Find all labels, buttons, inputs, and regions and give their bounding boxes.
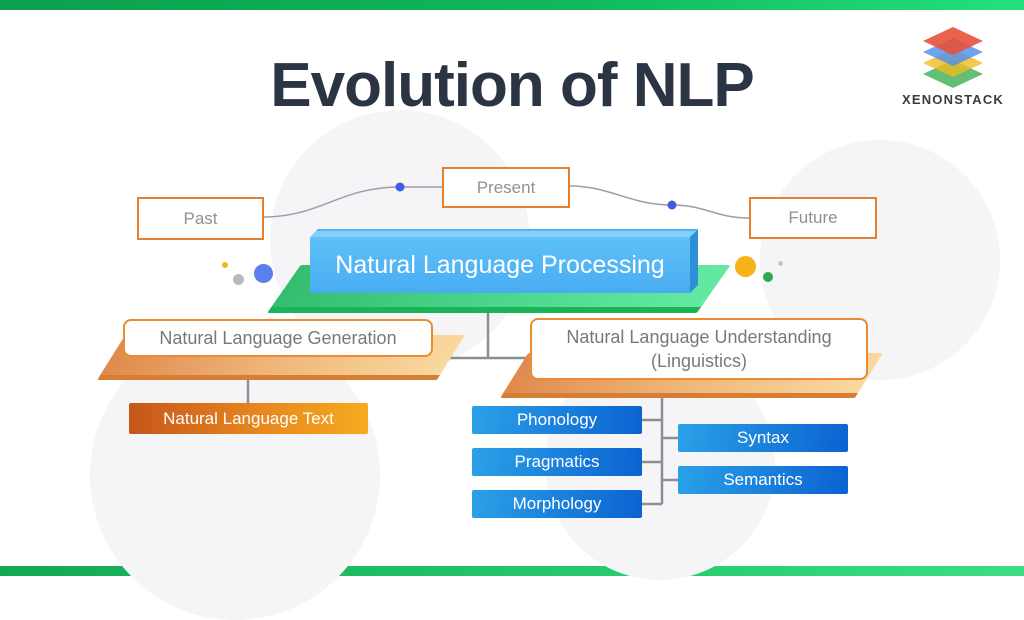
node-label: Pragmatics [514, 452, 600, 471]
node-natural-language-text: Natural Language Text [129, 403, 368, 434]
node-label: Natural Language Understanding [566, 326, 832, 347]
decor-dot-gray [778, 261, 783, 266]
timeline-dot [395, 182, 405, 192]
node-syntax: Syntax [678, 424, 848, 452]
node-semantics: Semantics [678, 466, 848, 494]
decor-dot-green [763, 272, 773, 282]
node-label: Phonology [516, 410, 598, 429]
timeline-label: Present [476, 177, 536, 197]
stacked-layers-icon [923, 27, 983, 88]
node-sublabel: (Linguistics) [650, 351, 748, 371]
node-nlu: Natural Language Understanding (Linguist… [530, 318, 868, 380]
node-pragmatics: Pragmatics [472, 448, 642, 476]
node-label: Natural Language Processing [335, 250, 665, 279]
layer-red [923, 27, 983, 55]
tree-connectors [246, 310, 678, 506]
brand-name: XENONSTACK [901, 92, 1005, 107]
nlp-box-top-face [310, 229, 698, 237]
page-title: Evolution of NLP [270, 51, 754, 120]
decor-dot-gray [233, 274, 244, 285]
decor-dot-yellow [735, 256, 756, 277]
decor-dot-blue [254, 264, 273, 283]
timeline-curve-left [263, 186, 443, 218]
node-label: Natural Language Text [163, 408, 334, 428]
timeline-box-future: Future [749, 197, 877, 239]
nlp-box-side-face [690, 229, 698, 293]
timeline-label: Past [183, 208, 218, 228]
node-label: Natural Language Generation [159, 327, 397, 348]
timeline-box-present: Present [442, 167, 570, 208]
node-label: Semantics [723, 470, 803, 489]
timeline-curve-right [569, 185, 750, 219]
node-label: Syntax [737, 428, 789, 447]
node-label: Morphology [512, 494, 602, 513]
node-morphology: Morphology [472, 490, 642, 518]
node-nlg: Natural Language Generation [123, 319, 433, 357]
decor-dot-yellow [222, 262, 228, 268]
node-phonology: Phonology [472, 406, 642, 434]
top-accent-bar [0, 0, 1024, 10]
xenonstack-logo: XENONSTACK [893, 24, 1013, 107]
timeline-label: Future [788, 208, 838, 227]
infographic-canvas: Evolution of NLP XENONSTACK [0, 0, 1024, 576]
timeline-box-past: Past [137, 197, 264, 240]
connector-lines [246, 182, 750, 506]
bottom-accent-bar [0, 566, 1024, 576]
node-nlp: Natural Language Processing [310, 237, 690, 293]
timeline-dot [667, 200, 677, 210]
